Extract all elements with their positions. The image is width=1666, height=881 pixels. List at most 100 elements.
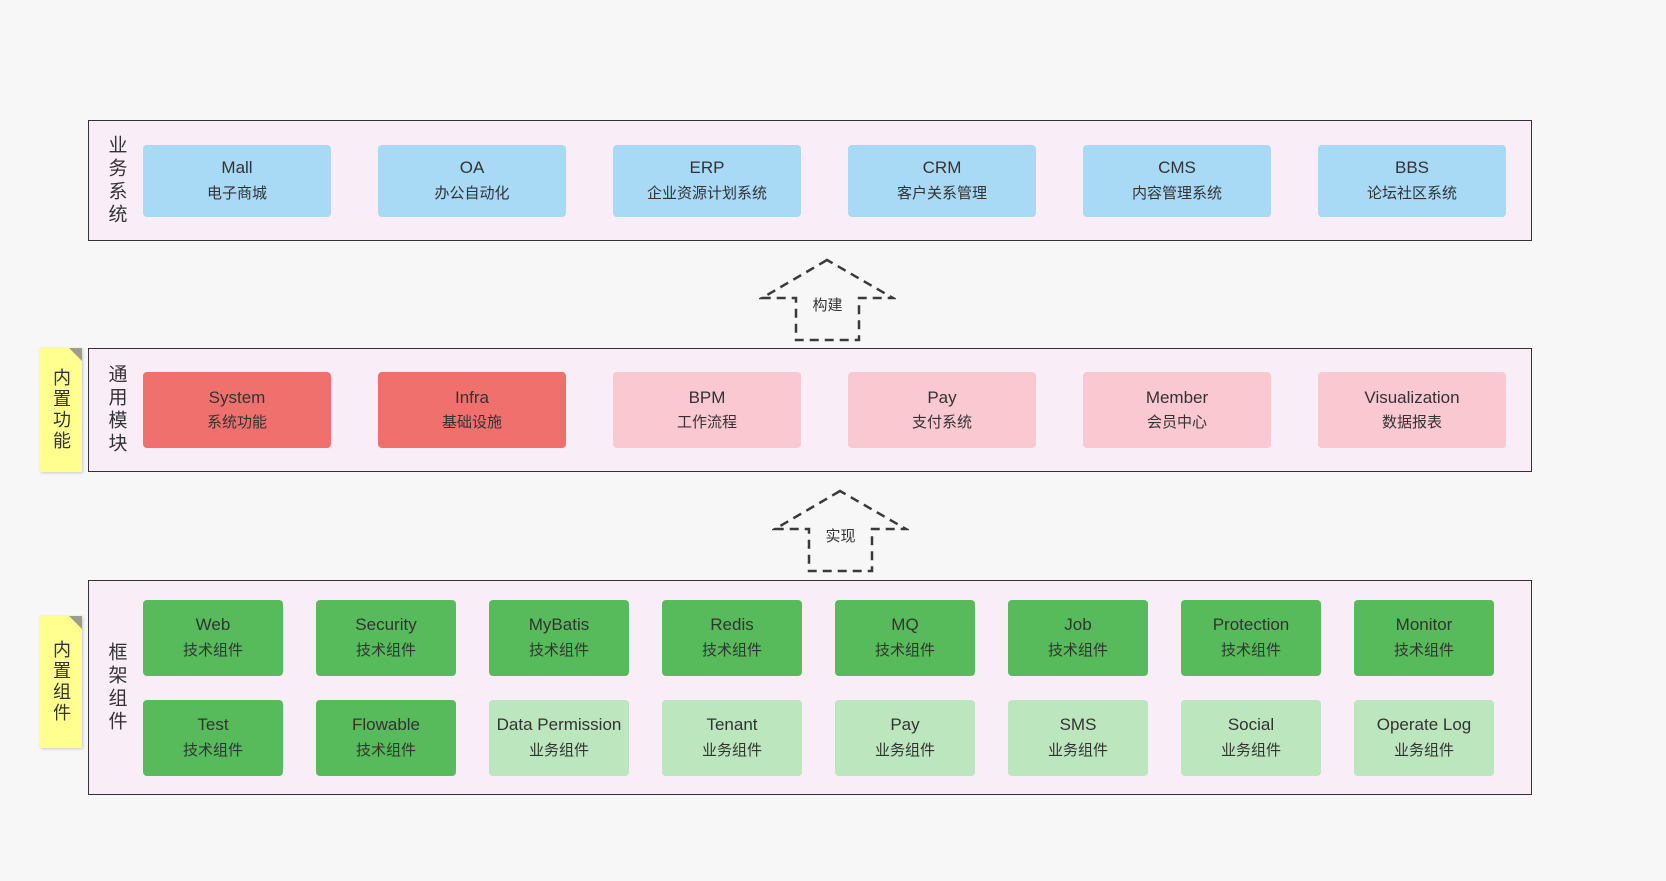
- box-subtitle: 技术组件: [355, 641, 416, 659]
- box-title: OA: [459, 158, 485, 178]
- box-job: Job 技术组件: [1008, 599, 1148, 676]
- box-title: ERP: [689, 158, 725, 178]
- box-monitor: Monitor 技术组件: [1354, 599, 1494, 676]
- box-subtitle: 技术组件: [1220, 641, 1281, 659]
- box-social: Social 业务组件: [1181, 699, 1321, 776]
- box-sms: SMS 业务组件: [1008, 699, 1148, 776]
- box-title: Operate Log: [1376, 715, 1472, 735]
- module-layer-side-label: 通用模块: [89, 349, 143, 471]
- builtin-features-sticky-text: 内置功能: [51, 368, 71, 452]
- build-arrow: 构建: [759, 257, 896, 343]
- box-title: Web: [195, 615, 231, 635]
- box-subtitle: 内容管理系统: [1131, 184, 1222, 202]
- box-web: Web 技术组件: [143, 599, 283, 676]
- box-title: Protection: [1212, 615, 1290, 635]
- box-member: Member 会员中心: [1083, 372, 1271, 448]
- box-redis: Redis 技术组件: [662, 599, 802, 676]
- box-subtitle: 业务组件: [1047, 741, 1108, 759]
- box-title: Data Permission: [496, 715, 622, 735]
- box-subtitle: 业务组件: [1220, 741, 1281, 759]
- box-test: Test 技术组件: [143, 699, 283, 776]
- box-subtitle: 技术组件: [1047, 641, 1108, 659]
- box-subtitle: 业务组件: [528, 741, 589, 759]
- box-title: Visualization: [1364, 387, 1460, 407]
- box-title: Mall: [221, 158, 253, 178]
- box-tenant: Tenant 业务组件: [662, 699, 802, 776]
- box-subtitle: 技术组件: [355, 741, 416, 759]
- box-title: SMS: [1059, 715, 1097, 735]
- component-layer-side-label: 框架组件: [89, 581, 143, 794]
- component-boxes-row-2: Test 技术组件 Flowable 技术组件 Data Permission …: [143, 699, 1531, 776]
- box-title: Tenant: [706, 715, 758, 735]
- box-subtitle: 论坛社区系统: [1366, 184, 1457, 202]
- box-subtitle: 技术组件: [701, 641, 762, 659]
- box-pay-business: Pay 业务组件: [835, 699, 975, 776]
- box-subtitle: 技术组件: [528, 641, 589, 659]
- box-security: Security 技术组件: [316, 599, 456, 676]
- builtin-components-sticky: 内置组件: [40, 616, 82, 748]
- box-bpm: BPM 工作流程: [613, 372, 801, 448]
- box-subtitle: 技术组件: [182, 741, 243, 759]
- box-title: Member: [1145, 387, 1209, 407]
- component-layer-side-label-text: 框架组件: [105, 641, 127, 734]
- box-mall: Mall 电子商城: [143, 144, 331, 217]
- box-subtitle: 客户关系管理: [896, 184, 987, 202]
- business-layer-side-label: 业务系统: [89, 121, 143, 240]
- box-crm: CRM 客户关系管理: [848, 144, 1036, 217]
- component-layer-panel: 框架组件 Web 技术组件 Security 技术组件 MyBatis 技术组件…: [88, 580, 1532, 795]
- box-title: Monitor: [1395, 615, 1453, 635]
- box-subtitle: 技术组件: [182, 641, 243, 659]
- box-title: Job: [1064, 615, 1092, 635]
- module-boxes-row: System 系统功能 Infra 基础设施 BPM 工作流程 Pay 支付系统…: [143, 372, 1531, 448]
- box-visualization: Visualization 数据报表: [1318, 372, 1506, 448]
- box-title: Pay: [890, 715, 920, 735]
- box-subtitle: 会员中心: [1146, 414, 1207, 432]
- box-oa: OA 办公自动化: [378, 144, 566, 217]
- box-flowable: Flowable 技术组件: [316, 699, 456, 776]
- build-arrow-label: 构建: [808, 293, 847, 316]
- business-layer-side-label-text: 业务系统: [105, 134, 127, 227]
- box-title: BBS: [1394, 158, 1430, 178]
- box-title: CMS: [1158, 158, 1196, 178]
- box-subtitle: 支付系统: [911, 414, 972, 432]
- box-subtitle: 技术组件: [874, 641, 935, 659]
- business-boxes-row: Mall 电子商城 OA 办公自动化 ERP 企业资源计划系统 CRM 客户关系…: [143, 144, 1531, 217]
- implement-arrow: 实现: [772, 488, 909, 574]
- business-layer-panel: 业务系统 Mall 电子商城 OA 办公自动化 ERP 企业资源计划系统 CRM…: [88, 120, 1532, 241]
- box-subtitle: 业务组件: [701, 741, 762, 759]
- module-layer-panel: 通用模块 System 系统功能 Infra 基础设施 BPM 工作流程 Pay…: [88, 348, 1532, 472]
- box-title: Infra: [454, 387, 490, 407]
- component-boxes-row-1: Web 技术组件 Security 技术组件 MyBatis 技术组件 Redi…: [143, 599, 1531, 676]
- box-subtitle: 系统功能: [206, 414, 267, 432]
- box-subtitle: 数据报表: [1381, 414, 1442, 432]
- box-title: BPM: [688, 387, 726, 407]
- box-subtitle: 基础设施: [441, 414, 502, 432]
- component-rows: Web 技术组件 Security 技术组件 MyBatis 技术组件 Redi…: [143, 599, 1531, 776]
- box-subtitle: 办公自动化: [434, 184, 510, 202]
- box-title: MyBatis: [528, 615, 590, 635]
- box-data-permission: Data Permission 业务组件: [489, 699, 629, 776]
- builtin-features-sticky: 内置功能: [40, 348, 82, 472]
- box-title: CRM: [922, 158, 962, 178]
- box-subtitle: 电子商城: [206, 184, 267, 202]
- box-erp: ERP 企业资源计划系统: [613, 144, 801, 217]
- box-title: Pay: [927, 387, 957, 407]
- box-protection: Protection 技术组件: [1181, 599, 1321, 676]
- box-subtitle: 企业资源计划系统: [646, 184, 767, 202]
- box-mybatis: MyBatis 技术组件: [489, 599, 629, 676]
- box-mq: MQ 技术组件: [835, 599, 975, 676]
- up-arrow-icon: [772, 489, 909, 573]
- box-title: MQ: [891, 615, 919, 635]
- box-system: System 系统功能: [143, 372, 331, 448]
- implement-arrow-label: 实现: [821, 524, 860, 547]
- builtin-components-sticky-text: 内置组件: [51, 640, 71, 724]
- box-subtitle: 工作流程: [676, 414, 737, 432]
- box-subtitle: 技术组件: [1393, 641, 1454, 659]
- box-cms: CMS 内容管理系统: [1083, 144, 1271, 217]
- box-title: Social: [1227, 715, 1275, 735]
- box-title: Test: [197, 715, 229, 735]
- box-title: Redis: [710, 615, 754, 635]
- up-arrow-icon: [759, 258, 896, 342]
- box-infra: Infra 基础设施: [378, 372, 566, 448]
- box-pay: Pay 支付系统: [848, 372, 1036, 448]
